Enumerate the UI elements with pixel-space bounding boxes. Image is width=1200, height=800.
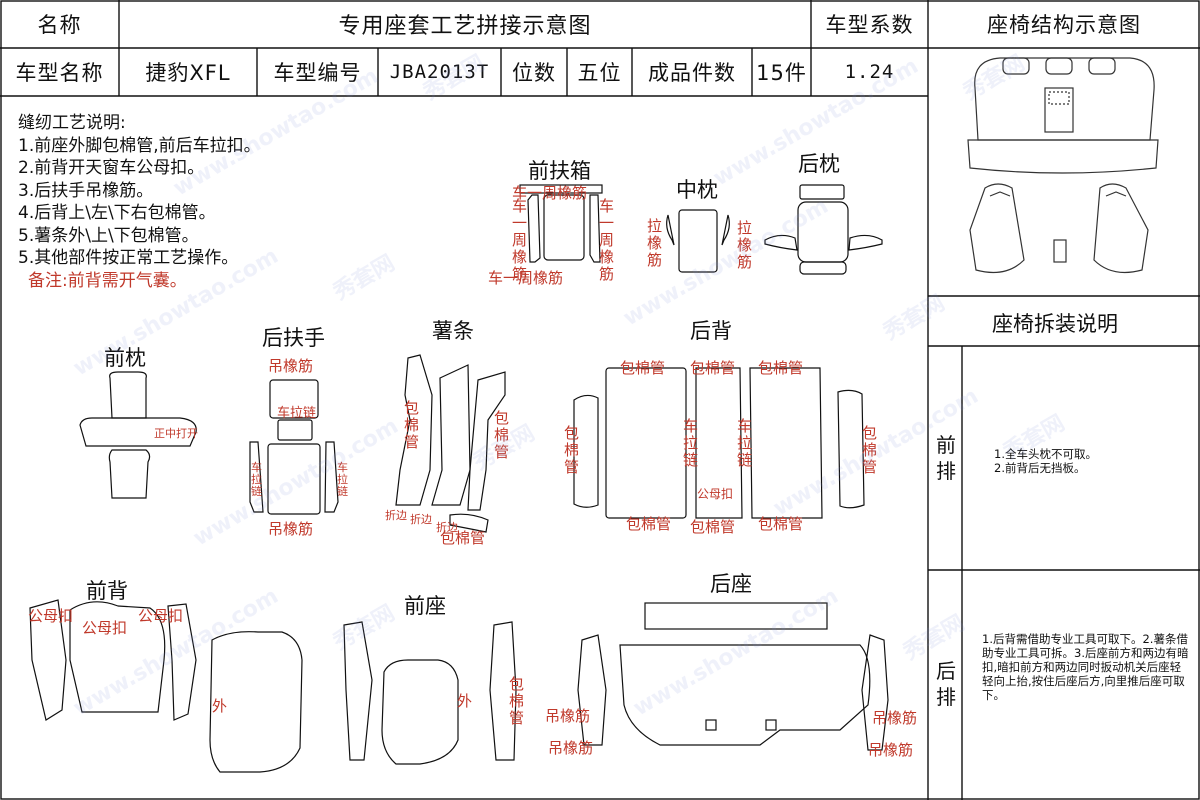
notes-heading: 缝纫工艺说明: (18, 113, 126, 133)
rear-seat-shapes (577, 602, 889, 751)
label-rs-left-2: 吊橡筋 (548, 739, 594, 757)
label-ra-bottom: 吊橡筋 (268, 520, 314, 538)
note-item: 3.后扶手吊橡筋。 (18, 180, 154, 201)
rear-row-label: 后排 (936, 659, 956, 709)
pieces-label: 成品件数 (648, 61, 736, 85)
label-fr-left: 包棉管 (403, 399, 419, 451)
rear-armrest-shapes (249, 379, 339, 515)
sewing-notes: 缝纫工艺说明: 1.前座外脚包棉管,前后车拉扣。 2.前背开天窗车公母扣。 3.… (18, 112, 261, 292)
label-fr-fold2: 折边 (410, 513, 432, 526)
label-rb-bot-3: 包棉管 (758, 515, 804, 533)
front-row-label: 前排 (936, 433, 956, 483)
coef-label: 车型系数 (825, 13, 914, 37)
section-front-back: 前背 (86, 579, 128, 603)
structure-title: 座椅结构示意图 (987, 13, 1141, 37)
pieces-value: 15件 (756, 61, 807, 85)
front-pillow-shapes (79, 371, 197, 499)
label-fb-pm-2: 公母扣 (82, 619, 128, 637)
label-fb-pm-3: 公母扣 (138, 607, 184, 625)
name-label: 名称 (37, 13, 82, 37)
rear-row-text: 1.后背需借助专业工具可取下。2.薯条借助专业工具可拆。3.后座前方和两边有暗扣… (982, 632, 1189, 702)
front-row-text: 1.全车头枕不可取。 2.前背后无挡板。 (994, 447, 1190, 475)
note-item: 1.前座外脚包棉管,前后车拉扣。 (18, 135, 261, 156)
front-seat-shapes (343, 621, 517, 765)
label-rb-pubmother: 公母扣 (697, 487, 734, 501)
label-fs-out: 外 (457, 692, 473, 710)
label-fp-open: 正中打开 (154, 427, 198, 440)
label-mp-right: 拉橡筋 (736, 219, 752, 271)
label-ra-left: 车拉链 (251, 461, 262, 498)
fries-shapes (395, 354, 506, 533)
label-rb-top-3: 包棉管 (758, 359, 804, 377)
label-fb-out: 外 (212, 697, 228, 715)
label-fr-right: 包棉管 (493, 409, 509, 461)
section-rear-seat: 后座 (710, 572, 752, 596)
label-rb-left: 包棉管 (563, 424, 579, 476)
label-fa-left: 车一周橡筋 (511, 197, 527, 283)
label-ra-right: 车拉链 (337, 461, 348, 498)
section-front-armrest: 前扶箱 (528, 159, 591, 183)
label-rs-right-2: 吊橡筋 (868, 741, 914, 759)
model-no-label: 车型编号 (273, 61, 362, 85)
label-fa-bottom: 车一周橡筋 (488, 269, 564, 287)
label-fb-pm-1: 公母扣 (28, 607, 74, 625)
rear-back-shapes (573, 367, 865, 519)
section-front-pillow: 前枕 (104, 346, 146, 370)
label-fs-pipe: 包棉管 (508, 675, 524, 727)
section-rear-armrest: 后扶手 (262, 326, 325, 350)
rear-pillow-shapes (764, 184, 883, 275)
section-rear-back: 后背 (690, 319, 732, 343)
label-rb-zip-1: 车拉链 (682, 417, 698, 469)
label-rb-bot-2: 包棉管 (690, 518, 736, 536)
label-rs-left-1: 吊橡筋 (545, 707, 591, 725)
note-item: 2.前背开天窗车公母扣。 (18, 158, 205, 178)
section-rear-pillow: 后枕 (798, 152, 840, 176)
label-fa-right: 车一周橡筋 (598, 197, 614, 283)
section-mid-pillow: 中枕 (676, 178, 718, 202)
note-item: 5.薯条外\上\下包棉管。 (18, 225, 199, 246)
mid-pillow-shapes (666, 209, 730, 273)
model-name-value: 捷豹XFL (145, 61, 231, 85)
section-fries: 薯条 (432, 319, 474, 343)
front-row-item: 1.全车头枕不可取。 (994, 447, 1097, 461)
front-back-shapes (29, 599, 303, 773)
page-title: 专用座套工艺拼接示意图 (338, 14, 592, 39)
label-rb-right: 包棉管 (861, 424, 877, 476)
label-rb-top-1: 包棉管 (620, 359, 666, 377)
label-ra-top: 吊橡筋 (268, 357, 314, 375)
label-fa-top: 车一周橡筋 (512, 184, 588, 202)
model-name-label: 车型名称 (15, 61, 104, 85)
front-row-item: 2.前背后无挡板。 (994, 461, 1086, 475)
label-rb-bot-1: 包棉管 (626, 515, 672, 533)
label-rs-right-1: 吊橡筋 (872, 709, 918, 727)
model-no-value: JBA2013T (389, 61, 490, 83)
label-mp-left: 拉橡筋 (646, 217, 662, 269)
disassembly-title: 座椅拆装说明 (992, 312, 1118, 336)
note-item: 4.后背上\左\下右包棉管。 (18, 203, 216, 223)
seats-label: 位数 (512, 61, 556, 85)
front-armrest-shapes (519, 184, 603, 263)
note-item: 5.其他部件按正常工艺操作。 (18, 248, 239, 268)
seats-value: 五位 (577, 61, 622, 85)
notes-remark: 备注:前背需开气囊。 (28, 270, 187, 291)
label-ra-zip: 车拉链 (277, 406, 317, 421)
label-fr-fold1: 折边 (385, 509, 407, 522)
seat-structure-sketch (967, 57, 1159, 273)
label-rb-zip-2: 车拉链 (736, 417, 752, 469)
label-fr-bottom: 包棉管 (440, 529, 486, 547)
label-fr-fold3: 折边 (436, 521, 458, 534)
section-front-seat: 前座 (404, 594, 446, 618)
coef-value: 1.24 (844, 61, 895, 83)
label-rb-top-2: 包棉管 (690, 359, 736, 377)
